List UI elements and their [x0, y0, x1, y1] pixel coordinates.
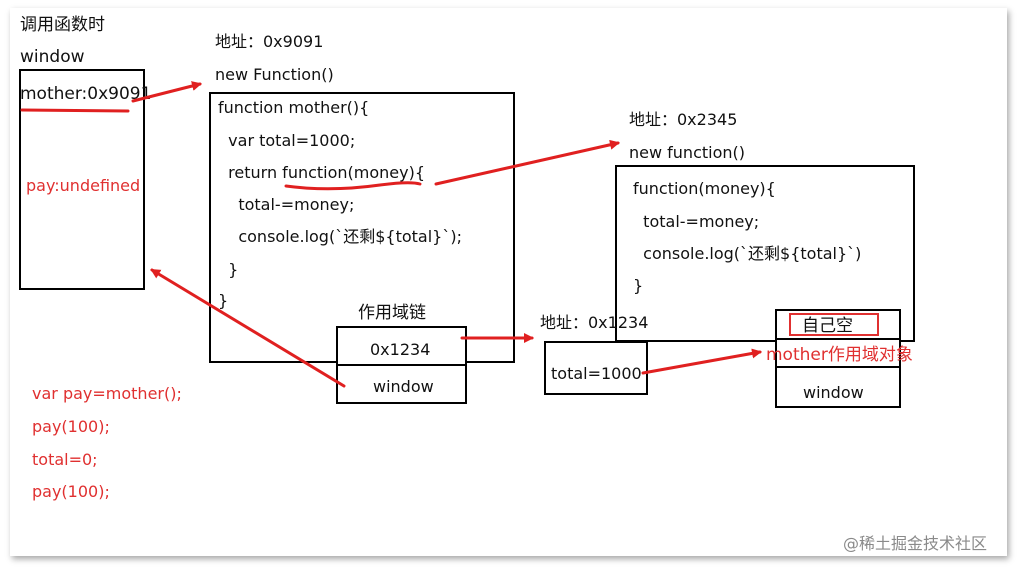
inner-scope-divider-2	[775, 366, 901, 368]
arrow-mother-to-function	[131, 81, 202, 103]
obj1-line-2: var total=1000;	[218, 131, 356, 150]
obj1-line-7: }	[218, 291, 229, 310]
pay-undefined: pay:undefined	[26, 176, 141, 195]
scope-item-window: window	[373, 377, 434, 396]
obj1-line-1: function mother(){	[218, 98, 370, 117]
obj1-line-6: }	[218, 260, 239, 279]
self-empty-highlight	[789, 313, 879, 336]
inner-scope-chain-box	[775, 309, 901, 408]
scope2-window: window	[803, 383, 864, 402]
window-label: window	[20, 47, 85, 67]
obj1-line-5: console.log(`还剩${total}`);	[218, 227, 462, 246]
code-line-3: total=0;	[32, 450, 98, 469]
obj1-address: 地址：0x9091	[215, 32, 324, 51]
code-line-4: pay(100);	[32, 482, 110, 501]
function-money-underline	[284, 181, 422, 191]
obj2-line-4: }	[633, 276, 644, 295]
watermark: @稀土掘金技术社区	[843, 534, 988, 553]
scope2-mother-scope: mother作用域对象	[766, 345, 913, 365]
scope-chain-title: 作用域链	[358, 303, 426, 323]
diagram-canvas	[10, 8, 1007, 556]
arrow-scope-to-window	[150, 268, 346, 388]
scope-item-0x1234: 0x1234	[370, 340, 431, 359]
call-title: 调用函数时	[20, 15, 105, 35]
inner-function-box	[615, 165, 915, 342]
code-line-2: pay(100);	[32, 417, 110, 436]
code-line-1: var pay=mother();	[32, 384, 182, 403]
obj1-constructor: new Function()	[215, 65, 334, 84]
scope-chain-divider	[336, 364, 467, 366]
mother-underline	[20, 108, 130, 113]
obj1-line-3: return function(money){	[218, 163, 426, 182]
obj2-address: 地址：0x2345	[629, 110, 738, 129]
scope2-self: 自己空	[802, 316, 853, 336]
obj1-line-4: total-=money;	[218, 195, 355, 214]
obj2-constructor: new function()	[629, 143, 745, 162]
obj2-line-1: function(money){	[633, 179, 776, 198]
window-object-box	[19, 69, 145, 290]
arrow-total-to-mother-scope	[641, 348, 762, 375]
mother-scope-object-box	[544, 341, 648, 395]
obj3-total: total=1000	[551, 364, 642, 383]
obj2-line-2: total-=money;	[633, 212, 760, 231]
arrow-return-to-new-function	[434, 139, 620, 186]
mother-ref: mother:0x9091	[20, 84, 152, 104]
obj3-address: 地址：0x1234	[540, 313, 649, 332]
obj2-line-3: console.log(`还剩${total}`)	[633, 244, 862, 263]
inner-scope-divider-1	[775, 338, 901, 340]
